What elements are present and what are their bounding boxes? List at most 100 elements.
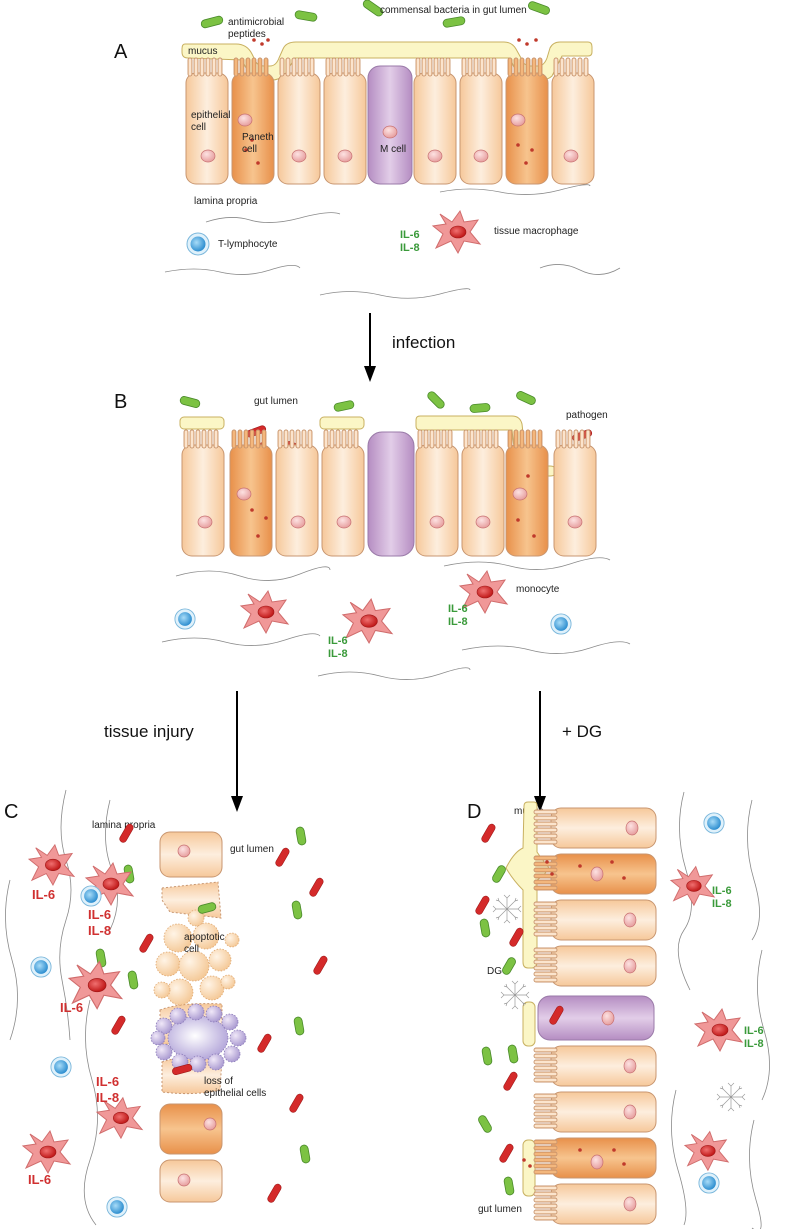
dg-label: DG [487,966,502,977]
epithelial-cell [159,831,223,878]
il8-label-b1: IL-8 [328,648,348,660]
mucus-fragment-d [522,1139,536,1197]
epithelial-cell [533,945,657,987]
epithelial-cell-label: cell [191,122,206,133]
panel-c-letter: C [4,801,18,823]
epithelial-cell [533,1045,657,1087]
il8-label-c2: IL-8 [88,923,111,938]
panel-c: C lamina propria gut lumen [4,789,328,1226]
epithelial-cell [185,57,229,185]
monocyte-label: monocyte [516,584,560,595]
epithelial-cell [533,1183,657,1225]
nuclei-d [590,820,639,1212]
epithelial-cell [553,429,597,557]
panel-d: D mucus DG gut lumen [467,791,770,1229]
panel-b-letter: B [114,391,127,413]
panel-b: B gut lumen pathogen [114,391,631,680]
il8-label-d1: IL-8 [712,898,732,910]
apoptotic-cell-label: cell [184,944,199,955]
peptide-dots-a [252,38,538,46]
arrow-tissue-injury: tissue injury [104,691,243,812]
macrophage-b [240,590,289,634]
lymphocyte-c [80,885,102,907]
panel-d-letter: D [467,801,481,823]
lymphocyte-d [698,1172,720,1194]
tissue-injury-label: tissue injury [104,722,194,741]
arrow-infection: infection [364,313,455,382]
il8-label-b2: IL-8 [448,616,468,628]
il6-label-b1: IL-6 [328,635,348,647]
il6-label-c2: IL-6 [88,907,111,922]
gut-lumen-label-b: gut lumen [254,396,298,407]
dg-molecule [492,894,522,924]
lamina-propria-label-c: lamina propria [92,820,156,831]
epithelial-cell [415,429,459,557]
commensal-bacteria-d [478,865,519,1196]
il6-label-c3: IL-6 [60,1000,83,1015]
lymphocyte-b [550,613,572,635]
nuclei-a [200,113,579,163]
pathogen-label: pathogen [566,410,608,421]
antimicrobial-label: antimicrobial [228,17,284,28]
macrophage-label: tissue macrophage [494,226,579,237]
epithelium-a [185,57,595,185]
apoptotic-m-cell [150,1003,247,1073]
macrophage-d [684,1131,729,1171]
epithelial-cell [159,1159,223,1203]
macrophage-c [22,1130,71,1174]
panel-a: A antimicrobial peptides commensal bacte… [114,0,621,299]
epithelial-label: epithelial [191,110,230,121]
il6-label-b2: IL-6 [448,603,468,615]
loss-label: loss of [204,1076,233,1087]
il6-label-c4: IL-6 [96,1074,119,1089]
arrow-dg: + DG [534,691,602,812]
nuclei-b [197,487,583,529]
macrophage-d [670,866,715,906]
epithelial-cell [533,899,657,941]
apoptotic-cell [153,909,240,1006]
mucus-fragment-d [522,1001,536,1047]
epithelial-cell [551,57,595,185]
t-lymphocyte-label: T-lymphocyte [218,239,278,250]
epithelial-cell [533,1091,657,1133]
apoptotic-label: apoptotic [184,932,225,943]
commensal-label: commensal bacteria in gut lumen [380,5,527,16]
epithelial-cell [275,429,319,557]
epithelium-d [533,807,657,1225]
epithelial-cell [277,57,321,185]
gut-lumen-label-d: gut lumen [478,1204,522,1215]
il6-label-c5: IL-6 [28,1172,51,1187]
il8-label-c4: IL-8 [96,1090,119,1105]
nuclei-c [177,844,217,1187]
lymphocyte-b [174,608,196,630]
epithelial-cell [181,429,225,557]
epithelial-cell [461,429,505,557]
macrophage-d [694,1008,743,1052]
dg-label-arrow: + DG [562,722,602,741]
commensal-bacteria-b [179,391,536,413]
epithelium-b [181,429,597,557]
lymphocyte-c [50,1056,72,1078]
epithelial-cell [323,57,367,185]
paneth-cell-label: cell [242,144,257,155]
epithelial-cell [413,57,457,185]
commensal-bacteria [200,0,550,29]
paneth-cell [159,1103,223,1155]
epithelial-cell [321,429,365,557]
lamina-propria-label-a: lamina propria [194,196,258,207]
il6-label-a: IL-6 [400,229,420,241]
m-cell-label: M cell [380,144,406,155]
macrophage-b [342,598,393,644]
m-cell [537,995,655,1041]
granules-d [522,860,626,1168]
m-cell [367,65,413,185]
il6-label-c1: IL-6 [32,887,55,902]
peptides-label: peptides [228,29,266,40]
lymphocyte-c [106,1196,128,1218]
epithelial-cell [459,57,503,185]
epithelial-cells-label: epithelial cells [204,1088,266,1099]
il6-label-d2: IL-6 [744,1025,764,1037]
tissue-fibres-a [164,184,621,299]
pathogens-c [111,823,328,1203]
lymphocyte-c [30,956,52,978]
